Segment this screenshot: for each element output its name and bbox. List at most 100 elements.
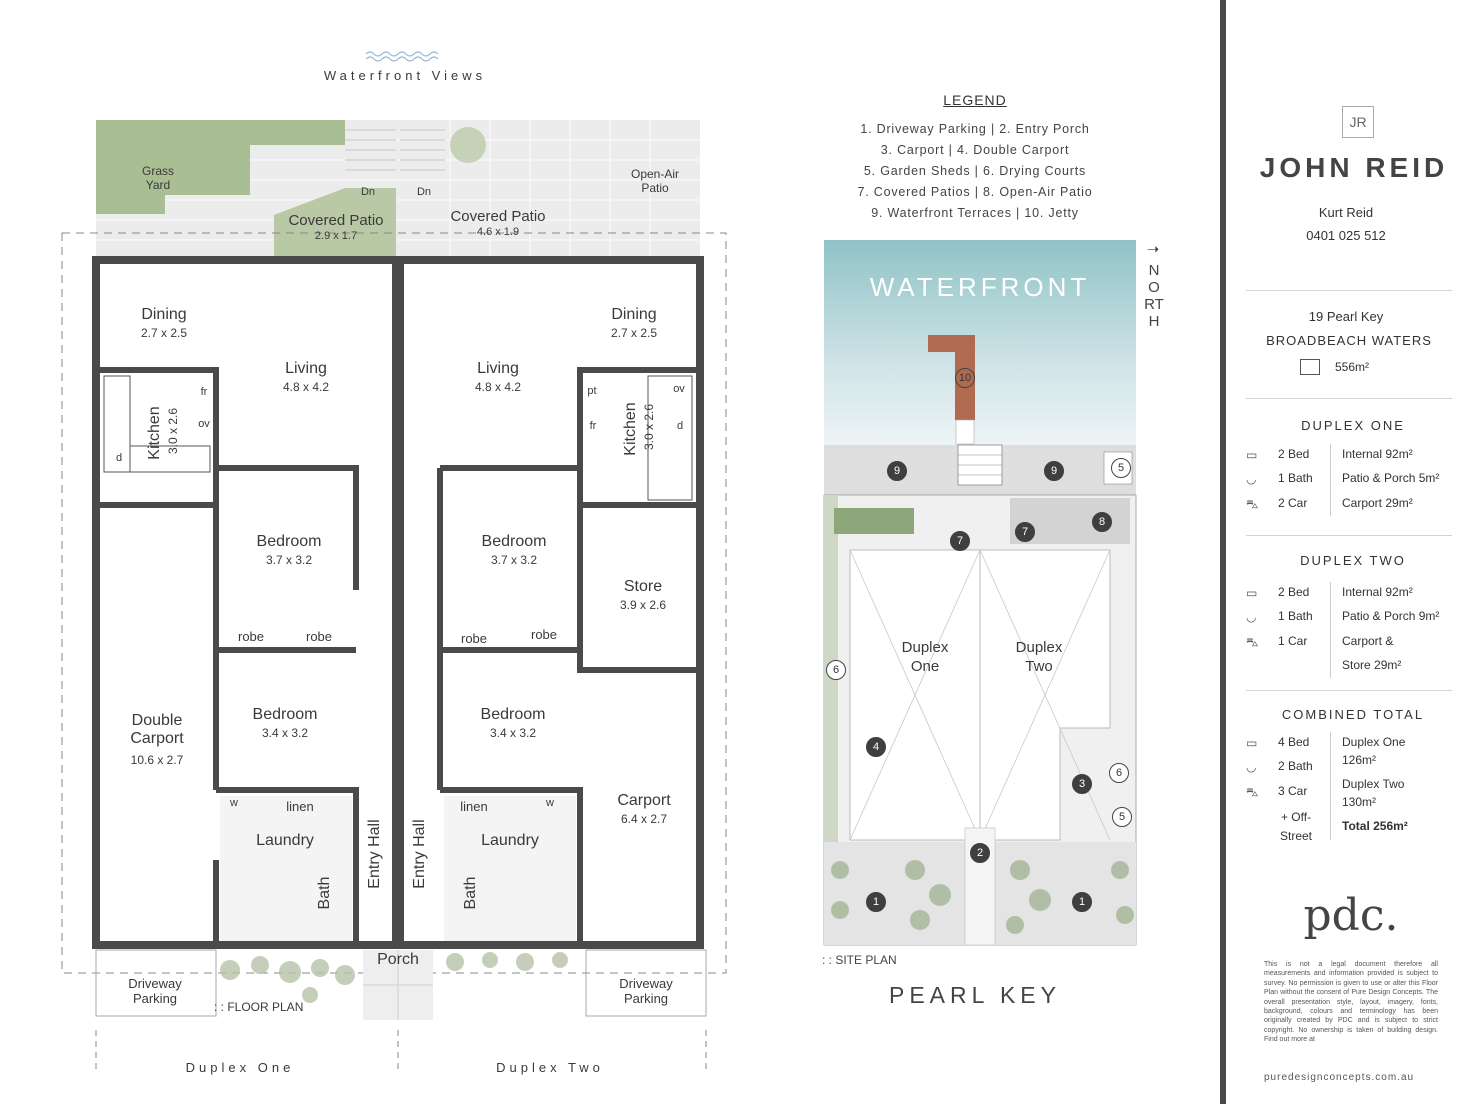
- plant-icon: [450, 127, 486, 163]
- d1-beds: 2 Bed: [1278, 447, 1310, 461]
- jetty: [928, 335, 975, 420]
- legend-line-5: 9. Waterfront Terraces | 10. Jetty: [871, 206, 1079, 220]
- bath-icon: ◡: [1246, 472, 1257, 486]
- d1-living-dim: 4.8 x 4.2: [282, 380, 330, 394]
- d2-driveway-label: Driveway Parking: [619, 976, 673, 1006]
- steps: [345, 129, 445, 171]
- north-arrow-icon: ➝: [1146, 241, 1160, 258]
- d2-oven-label: ov: [673, 383, 685, 395]
- duplex-two-walls: [396, 256, 704, 949]
- d2-living-name: Living: [477, 360, 519, 377]
- bed-icon: ▭: [1246, 448, 1258, 462]
- d2-laundry-label: Laundry: [481, 832, 539, 849]
- d2-internal: Internal 92m²: [1342, 585, 1413, 599]
- site-duplex-one-label: Duplex One: [901, 639, 949, 675]
- porch-label: Porch: [377, 951, 419, 968]
- d1-carport-name: Double Carport: [130, 712, 184, 747]
- site-marker-9: 9: [887, 461, 907, 481]
- combined-d2-label: Duplex Two: [1342, 777, 1405, 791]
- water-area: [824, 240, 1136, 445]
- combined-beds: 4 Bed: [1278, 735, 1310, 749]
- street-name: PEARL KEY: [889, 982, 1061, 1008]
- d1-driveway-label: Driveway Parking: [128, 976, 182, 1006]
- d2-patio: Patio & Porch 9m²: [1342, 609, 1440, 623]
- site-marker-8: 8: [1092, 512, 1112, 532]
- site-plan-drawing: [823, 240, 1137, 946]
- d2-store-name: Store: [623, 578, 663, 595]
- d1-bedroom2-name: Bedroom: [252, 706, 318, 723]
- d1-fridge-label: fr: [200, 386, 208, 398]
- d1-oven-label: ov: [198, 418, 210, 430]
- d2-beds: 2 Bed: [1278, 585, 1310, 599]
- down-label-left: Dn: [360, 186, 376, 198]
- shrubs: [220, 952, 568, 1003]
- covered-patio-left-dim: 2.9 x 1.7: [314, 230, 358, 242]
- duplex-two-footer: Duplex Two: [496, 1060, 604, 1075]
- agent-name: Kurt Reid: [1318, 205, 1374, 220]
- site-marker-6: 6: [826, 660, 846, 680]
- d2-carport-name: Carport: [617, 792, 671, 809]
- address-line2: BROADBEACH WATERS: [1266, 333, 1432, 348]
- waterfront-views-label: Waterfront Views: [323, 68, 487, 83]
- car-icon: ⛍: [1246, 785, 1259, 799]
- site-marker-7: 7: [950, 531, 970, 551]
- open-air-patio-label: Open-Air Patio: [630, 167, 680, 195]
- website-link[interactable]: puredesignconcepts.com.au: [1264, 1072, 1415, 1083]
- d2-store: Store 29m²: [1342, 658, 1402, 672]
- d2-living-dim: 4.8 x 4.2: [474, 380, 522, 394]
- d1-living-name: Living: [285, 360, 327, 377]
- bed-icon: ▭: [1246, 736, 1258, 750]
- combined-offstreet: + Off- Street: [1279, 810, 1312, 843]
- d1-dining-name: Dining: [141, 306, 187, 323]
- d2-carport: Carport &: [1342, 634, 1394, 648]
- d2-carport-dim: 6.4 x 2.7: [620, 812, 668, 826]
- d1-laundry-label: Laundry: [256, 832, 314, 849]
- d2-washer-label: w: [546, 797, 554, 809]
- combined-cars: 3 Car: [1278, 784, 1308, 798]
- legend-line-2: 3. Carport | 4. Double Carport: [880, 143, 1070, 157]
- d1-bedroom2-dim: 3.4 x 3.2: [261, 726, 309, 740]
- d2-kitchen-name: Kitchen: [622, 402, 639, 456]
- combined-title: COMBINED TOTAL: [1281, 707, 1425, 722]
- covered-patio-right-name: Covered Patio: [450, 208, 546, 225]
- land-size: 556m²: [1335, 360, 1370, 374]
- bath-icon: ◡: [1246, 760, 1257, 774]
- duplex-one-title: DUPLEX ONE: [1301, 418, 1405, 433]
- divider: [1246, 398, 1452, 399]
- site-marker-9: 9: [1044, 461, 1064, 481]
- site-marker-4: 4: [866, 737, 886, 757]
- d1-baths: 1 Bath: [1278, 471, 1313, 485]
- legend-line-3: 5. Garden Sheds | 6. Drying Courts: [863, 164, 1087, 178]
- d1-cars: 2 Car: [1278, 496, 1308, 510]
- d1-kitchen-name: Kitchen: [146, 406, 163, 460]
- site-marker-10: 10: [955, 368, 975, 388]
- car-icon: ⛍: [1246, 497, 1259, 511]
- legend-line-4: 7. Covered Patios | 8. Open-Air Patio: [857, 185, 1093, 199]
- disclaimer: This is not a legal document therefore a…: [1264, 961, 1438, 1044]
- d1-bedroom1-dim: 3.7 x 3.2: [265, 553, 313, 567]
- d2-kitchen-dim: 3.0 x 2.6: [642, 403, 656, 451]
- floor-plan-caption: : : FLOOR PLAN: [214, 1000, 304, 1014]
- site-marker-1: 1: [1072, 892, 1092, 912]
- north-label: NORTH: [1144, 262, 1164, 330]
- legend-line-1: 1. Driveway Parking | 2. Entry Porch: [860, 122, 1090, 136]
- d1-entry-hall-label: Entry Hall: [366, 819, 383, 889]
- car-icon: ⛍: [1246, 635, 1259, 649]
- duplex-one-footer: Duplex One: [185, 1060, 295, 1075]
- dimension-lines: [95, 1030, 707, 1074]
- d1-robe1-label: robe: [237, 629, 265, 644]
- d2-baths: 1 Bath: [1278, 609, 1313, 623]
- divider: [1246, 290, 1452, 291]
- d2-dining-name: Dining: [611, 306, 657, 323]
- waterfront-title: WATERFRONT: [869, 272, 1091, 302]
- d2-dining-dim: 2.7 x 2.5: [610, 326, 658, 340]
- site-plan-caption: : : SITE PLAN: [822, 953, 897, 967]
- land-size-icon: [1300, 359, 1320, 375]
- combined-d2-area: 130m²: [1342, 795, 1377, 809]
- d1-carport-dim: 10.6 x 2.7: [130, 753, 184, 767]
- d2-entry-hall-label: Entry Hall: [411, 819, 428, 889]
- brand-name: JOHN REID: [1259, 152, 1449, 183]
- d2-robe1-label: robe: [460, 631, 488, 646]
- site-marker-3: 3: [1072, 774, 1092, 794]
- bed-icon: ▭: [1246, 586, 1258, 600]
